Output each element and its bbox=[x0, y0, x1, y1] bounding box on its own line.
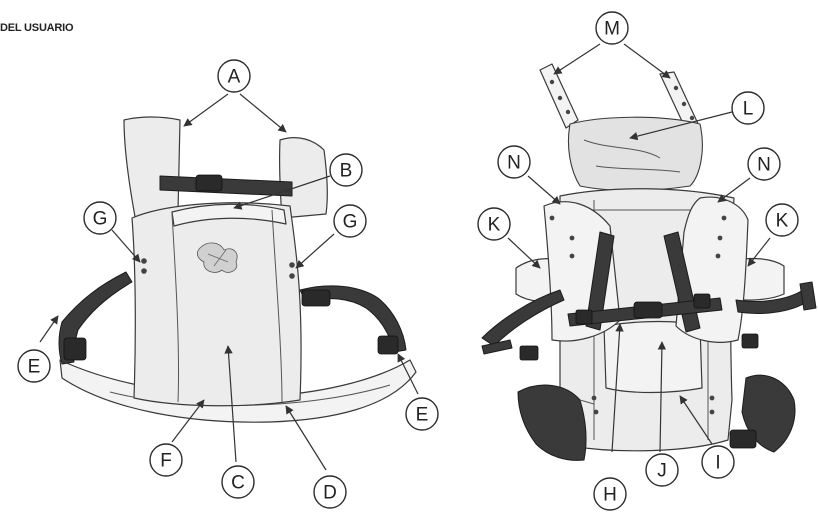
svg-text:B: B bbox=[340, 161, 353, 182]
svg-text:D: D bbox=[323, 483, 337, 504]
svg-text:K: K bbox=[776, 211, 789, 232]
svg-text:G: G bbox=[343, 212, 358, 233]
main-panel bbox=[131, 202, 302, 407]
hanging-strap-left bbox=[481, 289, 565, 347]
callout-h: H bbox=[593, 477, 627, 511]
svg-text:C: C bbox=[231, 473, 245, 494]
svg-text:N: N bbox=[507, 153, 521, 174]
callout-k-left: K bbox=[477, 207, 511, 241]
belt-strap-right bbox=[299, 285, 407, 353]
callout-g-right: G bbox=[333, 204, 367, 238]
chest-strap bbox=[159, 175, 293, 197]
callout-g-left: G bbox=[83, 201, 117, 235]
svg-text:H: H bbox=[603, 485, 617, 506]
shoulder-strap-left bbox=[123, 116, 181, 223]
svg-text:I: I bbox=[715, 453, 720, 474]
belt-wing-left bbox=[517, 384, 587, 461]
callout-n-right: N bbox=[747, 147, 781, 181]
callout-j: J bbox=[645, 453, 679, 487]
svg-text:G: G bbox=[93, 209, 108, 230]
svg-text:F: F bbox=[160, 451, 172, 472]
section-header: DEL USUARIO bbox=[0, 22, 74, 34]
svg-text:A: A bbox=[228, 67, 241, 88]
svg-text:L: L bbox=[743, 99, 754, 120]
callout-i: I bbox=[701, 445, 735, 479]
callout-k-right: K bbox=[765, 203, 799, 237]
callout-d: D bbox=[313, 475, 347, 509]
leader-lines bbox=[39, 43, 771, 471]
svg-text:N: N bbox=[757, 155, 771, 176]
hood bbox=[567, 116, 703, 192]
callout-e-left: E bbox=[17, 349, 51, 383]
svg-text:E: E bbox=[416, 405, 429, 426]
svg-text:J: J bbox=[657, 461, 667, 482]
callout-e-right: E bbox=[405, 397, 439, 431]
carrier-front-view bbox=[58, 116, 417, 423]
svg-text:E: E bbox=[28, 357, 41, 378]
callout-a: A bbox=[217, 59, 251, 93]
shoulder-strap-right bbox=[279, 137, 328, 219]
callout-m: M bbox=[595, 11, 629, 45]
logo-emblem bbox=[196, 242, 238, 273]
callout-c: C bbox=[221, 465, 255, 499]
tab-left bbox=[539, 63, 579, 129]
svg-text:M: M bbox=[604, 19, 620, 40]
callout-n-left: N bbox=[497, 145, 531, 179]
callout-b: B bbox=[329, 153, 363, 187]
carrier-back-view bbox=[481, 63, 817, 461]
callout-f: F bbox=[149, 443, 183, 477]
callout-l: L bbox=[731, 91, 765, 125]
svg-text:K: K bbox=[488, 215, 501, 236]
